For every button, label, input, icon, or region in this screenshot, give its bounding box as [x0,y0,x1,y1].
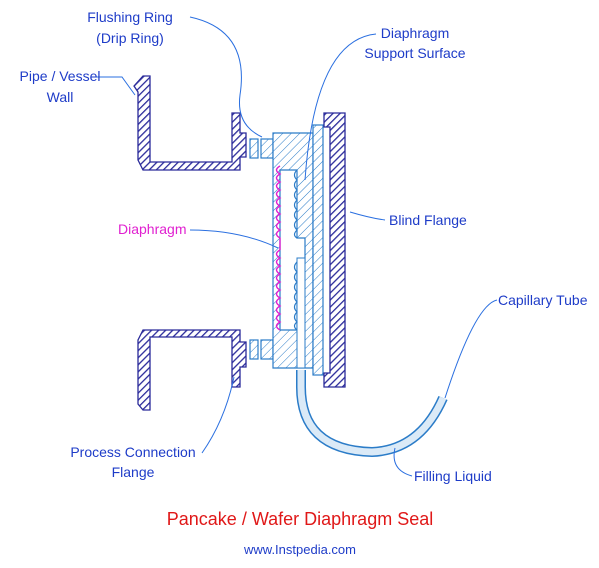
blind-flange [323,112,346,388]
flushing-ring-top-a [249,138,259,159]
label-blind-flange: Blind Flange [389,212,467,228]
label-flushing-ring-line1: Flushing Ring [87,9,173,25]
label-diaphragm: Diaphragm [118,221,186,237]
diagram-title: Pancake / Wafer Diaphragm Seal [167,509,433,529]
pipe-wall-bottom [137,329,247,411]
label-process-flange-line1: Process Connection [70,444,195,460]
leader-diaphragm [189,229,279,249]
blind-flange-inner [312,124,324,376]
label-support-surface-line1: Diaphragm [381,25,449,41]
leader-capillary [444,299,498,399]
fill-channel [296,257,306,369]
label-process-flange-line2: Flange [112,464,155,480]
flushing-ring-bottom-a [249,339,259,360]
leader-filling-liquid [393,447,413,477]
label-filling-liquid: Filling Liquid [414,468,492,484]
label-support-surface-line2: Support Surface [364,45,465,61]
flushing-ring-top-b [260,138,274,159]
flushing-ring-bottom-b [260,339,274,360]
diaphragm-membrane [275,165,282,331]
label-flushing-ring-line2: (Drip Ring) [96,30,164,46]
label-pipe-wall-line1: Pipe / Vessel [20,68,101,84]
leader-process-flange [201,376,235,454]
label-pipe-wall-line2: Wall [47,89,74,105]
label-capillary-tube: Capillary Tube [498,292,588,308]
leader-flushing-ring [189,16,263,138]
leader-pipe-wall [95,76,136,96]
capillary-tube-fill [297,370,447,456]
leader-support-surface [304,33,377,181]
leader-blind-flange [349,211,386,221]
support-surface-wave [293,169,298,331]
pipe-wall-top [133,75,247,171]
source-url: www.Instpedia.com [243,542,356,557]
